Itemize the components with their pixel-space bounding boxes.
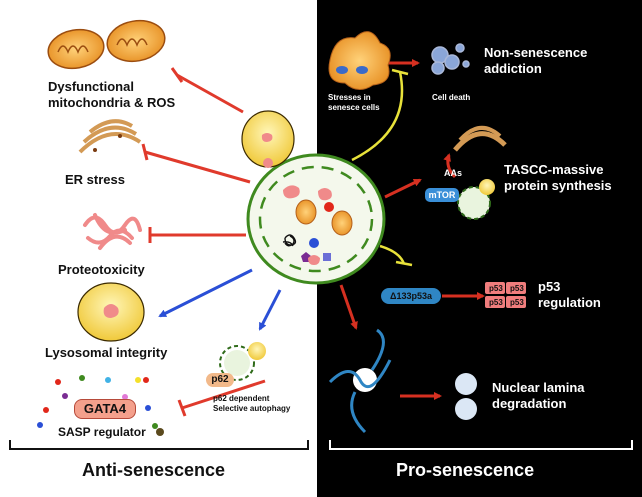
cell-death-icon	[431, 43, 470, 75]
p62-caption-line2: Selective autophagy	[213, 404, 291, 413]
lysosomal-integrity-label: Lysosomal integrity	[45, 345, 168, 360]
cell-death-caption: Cell death	[432, 93, 471, 102]
p53-tag: p53	[489, 298, 503, 307]
p53-title-line2: regulation	[538, 295, 601, 310]
p62-caption-line1: p62 dependent	[213, 394, 270, 403]
aas-label: AAs	[444, 168, 463, 178]
cell-aggregate	[282, 234, 297, 247]
p62-badge: p62	[206, 373, 234, 387]
tascc-title-line2: protein synthesis	[504, 178, 612, 193]
autophagy-icon	[219, 342, 266, 381]
delta133p53a-badge: Δ133p53a	[381, 288, 441, 304]
pro-senescence-footer: Pro-senescence	[396, 460, 535, 480]
sasp-regulator-label: SASP regulator	[58, 425, 146, 439]
tascc-icon	[453, 126, 507, 220]
lamina-title-line2: degradation	[492, 396, 567, 411]
promote-arrows-right	[339, 59, 485, 400]
lysosome-attached	[241, 110, 295, 168]
p53-boxes	[485, 282, 526, 308]
p53-tag: p53	[510, 298, 524, 307]
proteotoxicity-label: Proteotoxicity	[58, 262, 145, 277]
lamina-icon	[328, 328, 477, 434]
mitochondria-label-line1: Dysfunctional	[48, 79, 134, 94]
inhibition-arrows-yellow	[351, 68, 413, 267]
lamina-title-line1: Nuclear lamina	[492, 380, 585, 395]
stressed-cell-icon	[328, 31, 391, 90]
anti-senescence-bracket	[9, 440, 309, 450]
inhibition-arrows-left	[141, 67, 266, 417]
tascc-title-line1: TASCC-massive	[504, 162, 604, 177]
p53-tag: p53	[489, 284, 503, 293]
lysosome-icon	[77, 282, 145, 342]
addiction-title-line1: Non-senescence	[484, 45, 588, 60]
p53-title-line1: p53	[538, 279, 561, 294]
addiction-title-line2: addiction	[484, 61, 542, 76]
mtor-badge: mTOR	[425, 188, 459, 202]
mitochondria-label-line2: mitochondria & ROS	[48, 95, 176, 110]
cell-mitochondrion	[295, 199, 317, 225]
sasp-dots	[37, 375, 164, 436]
cell-protein-organelle	[318, 188, 332, 201]
cell-mitochondrion	[331, 210, 353, 236]
stress-caption-line2: senesce cells	[328, 103, 380, 112]
cell-er-organelle	[283, 185, 300, 199]
er-stress-label: ER stress	[65, 172, 125, 187]
proteotoxicity-icon	[83, 213, 142, 250]
anti-senescence-footer: Anti-senescence	[82, 460, 226, 480]
stress-caption-line1: Stresses in	[328, 93, 371, 102]
p53-tag: p53	[510, 284, 524, 293]
gata4-badge: GATA4	[74, 399, 136, 419]
er-stress-icon	[78, 119, 142, 154]
central-cell	[246, 153, 386, 285]
pro-senescence-bracket	[329, 440, 633, 450]
mitochondria-icon	[47, 19, 166, 70]
promote-arrows-blue	[158, 268, 282, 331]
